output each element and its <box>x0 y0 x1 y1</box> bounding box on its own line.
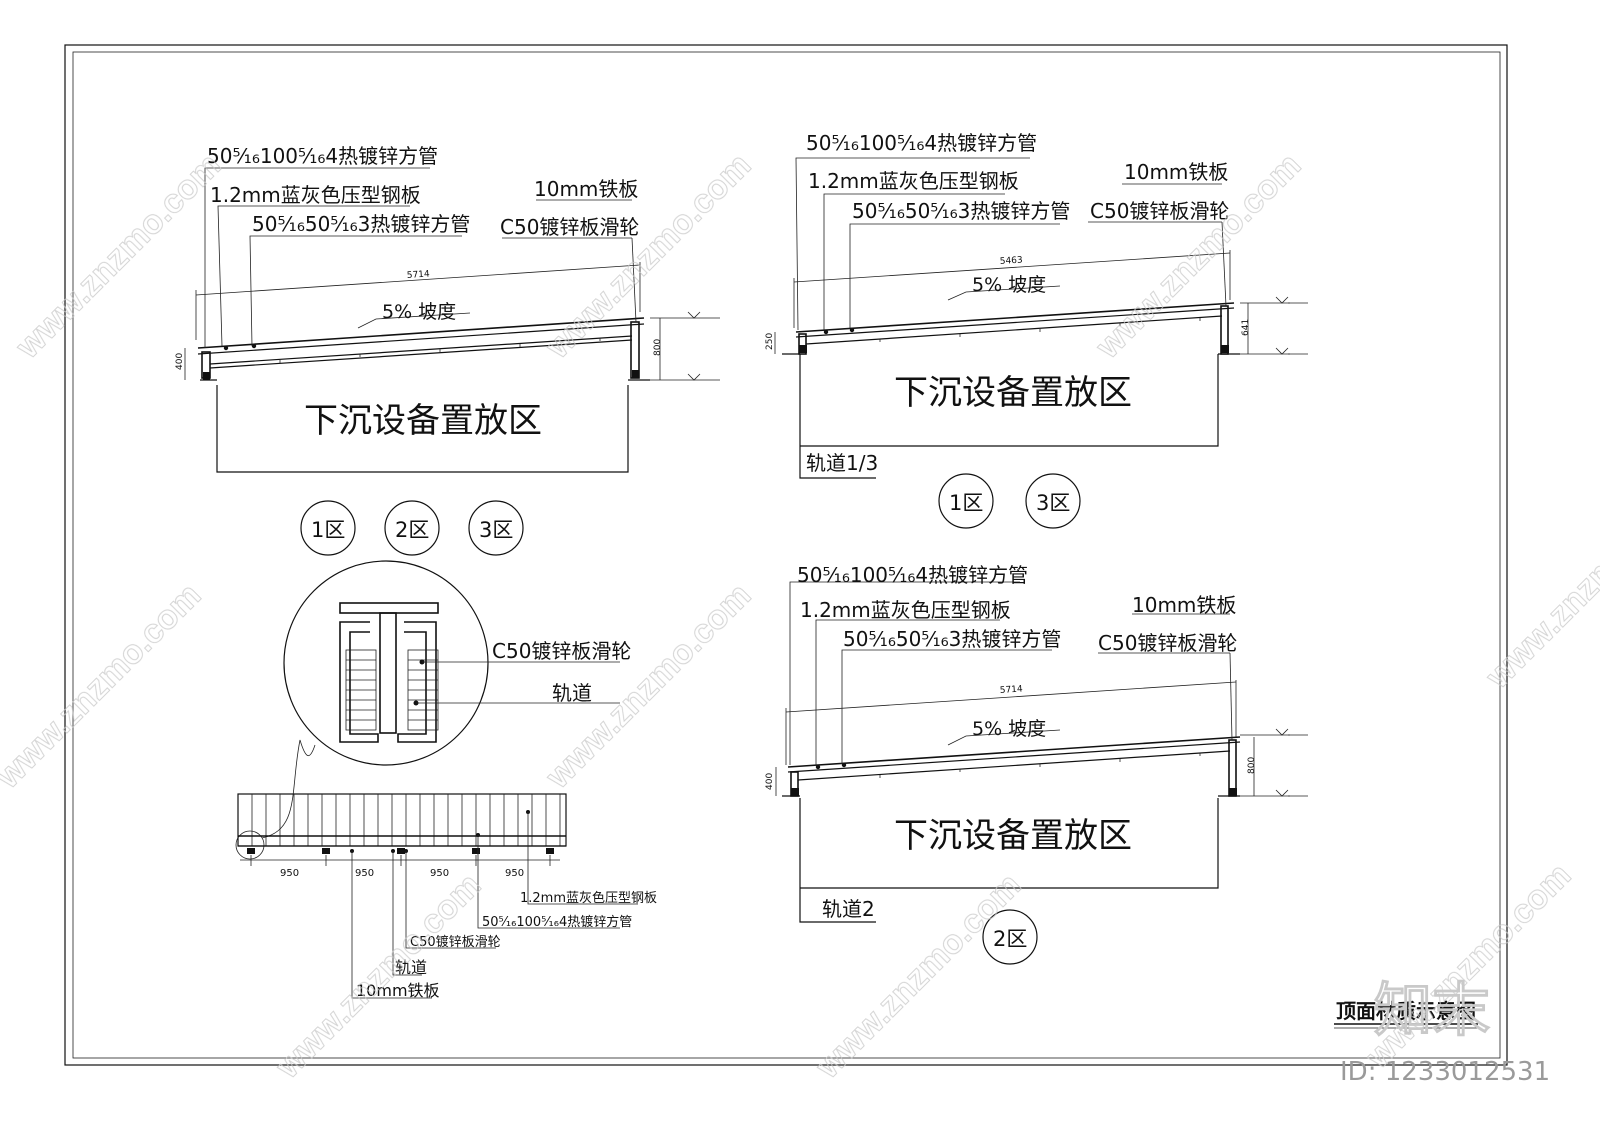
outer-border <box>64 44 1508 1066</box>
zone-label-3a: 3区 <box>479 518 513 542</box>
zone-label-1b: 1区 <box>949 491 983 515</box>
label-c-pit: 下沉设备置放区 <box>894 816 1132 856</box>
section-detail-c <box>775 581 1308 923</box>
label-a-pulley: C50镀锌板滑轮 <box>500 215 639 239</box>
dim-c-span: 5714 <box>1000 684 1024 696</box>
label-c-iron-plate: 10mm铁板 <box>1132 593 1236 617</box>
zone-circle-2c <box>982 909 1038 965</box>
label-c-pulley: C50镀锌板滑轮 <box>1098 631 1237 655</box>
label-a-steel-sheet: 1.2mm蓝灰色压型钢板 <box>210 183 421 207</box>
zone-label-2a: 2区 <box>395 518 429 542</box>
section-detail-a <box>184 167 720 473</box>
watermark-logo: 知末 <box>1374 978 1490 1043</box>
watermark-text-9: www.znzmo.com <box>1358 856 1578 1076</box>
watermark-text-7: www.znzmo.com <box>268 866 488 1086</box>
dim-a-span: 5714 <box>407 269 431 281</box>
label-b-slope: 5% 坡度 <box>972 274 1046 296</box>
label-b-pit: 下沉设备置放区 <box>894 373 1132 413</box>
watermark-text-4: www.znzmo.com <box>0 576 208 796</box>
dim-b-span: 5463 <box>1000 255 1024 266</box>
label-a-iron-plate: 10mm铁板 <box>534 177 638 201</box>
label-c-steel-sheet: 1.2mm蓝灰色压型钢板 <box>800 598 1011 622</box>
zone-label-1a: 1区 <box>311 518 345 542</box>
label-a-tube-large: 50⁵⁄₁₆100⁵⁄₁₆4热镀锌方管 <box>207 144 438 168</box>
label-b-steel-sheet: 1.2mm蓝灰色压型钢板 <box>808 169 1019 193</box>
label-b-tube-small: 50⁵⁄₁₆50⁵⁄₁₆3热镀锌方管 <box>852 199 1070 223</box>
dim-b-250: 250 <box>765 333 775 350</box>
label-e-steel-sheet: 1.2mm蓝灰色压型钢板 <box>520 890 657 906</box>
label-a-pit: 下沉设备置放区 <box>304 401 542 441</box>
label-a-slope: 5% 坡度 <box>382 301 456 323</box>
dim-a-800: 800 <box>653 339 663 356</box>
dim-e-bay4: 950 <box>505 868 524 879</box>
label-e-pulley: C50镀锌板滑轮 <box>410 934 501 950</box>
rail-enlargement-detail <box>235 560 620 860</box>
label-e-tube-large: 50⁵⁄₁₆100⁵⁄₁₆4热镀锌方管 <box>482 914 632 930</box>
label-b-tube-large: 50⁵⁄₁₆100⁵⁄₁₆4热镀锌方管 <box>806 131 1037 155</box>
sheet-title: 顶面材质示意图 <box>1336 999 1476 1023</box>
label-b-pulley: C50镀锌板滑轮 <box>1090 199 1229 223</box>
label-b-iron-plate: 10mm铁板 <box>1124 160 1228 184</box>
zone-circle-2a <box>384 500 440 556</box>
label-d-pulley: C50镀锌板滑轮 <box>492 639 631 663</box>
label-e-rail: 轨道 <box>395 958 427 977</box>
dim-e-bay1: 950 <box>280 868 299 879</box>
watermark-id: ID: 1233012531 <box>1340 1057 1550 1087</box>
label-c-slope: 5% 坡度 <box>972 718 1046 740</box>
label-c-tube-large: 50⁵⁄₁₆100⁵⁄₁₆4热镀锌方管 <box>797 563 1028 587</box>
zone-label-3b: 3区 <box>1036 491 1070 515</box>
watermark-text-6: www.znzmo.com <box>1478 476 1600 696</box>
zone-circle-3b <box>1025 473 1081 529</box>
inner-border <box>72 51 1501 1059</box>
label-c-tube-small: 50⁵⁄₁₆50⁵⁄₁₆3热镀锌方管 <box>843 627 1061 651</box>
zone-label-2c: 2区 <box>993 927 1027 951</box>
dim-a-400: 400 <box>175 353 185 370</box>
watermark-text-1: www.znzmo.com <box>8 146 228 366</box>
zone-circle-1a <box>300 500 356 556</box>
dim-e-bay3: 950 <box>430 868 449 879</box>
zone-circle-1b <box>938 473 994 529</box>
zone-circle-3a <box>468 500 524 556</box>
dim-e-bay2: 950 <box>355 868 374 879</box>
dim-c-400: 400 <box>765 773 775 790</box>
dim-b-641: 641 <box>1241 319 1251 336</box>
label-c-rail: 轨道2 <box>822 897 875 921</box>
dim-c-800: 800 <box>1247 757 1257 774</box>
label-a-tube-small: 50⁵⁄₁₆50⁵⁄₁₆3热镀锌方管 <box>252 212 470 236</box>
elevation-detail <box>237 793 638 999</box>
label-b-rail: 轨道1/3 <box>806 451 878 475</box>
label-d-rail: 轨道 <box>552 681 592 705</box>
section-detail-b <box>774 157 1308 479</box>
label-e-iron-plate: 10mm铁板 <box>356 981 440 1000</box>
